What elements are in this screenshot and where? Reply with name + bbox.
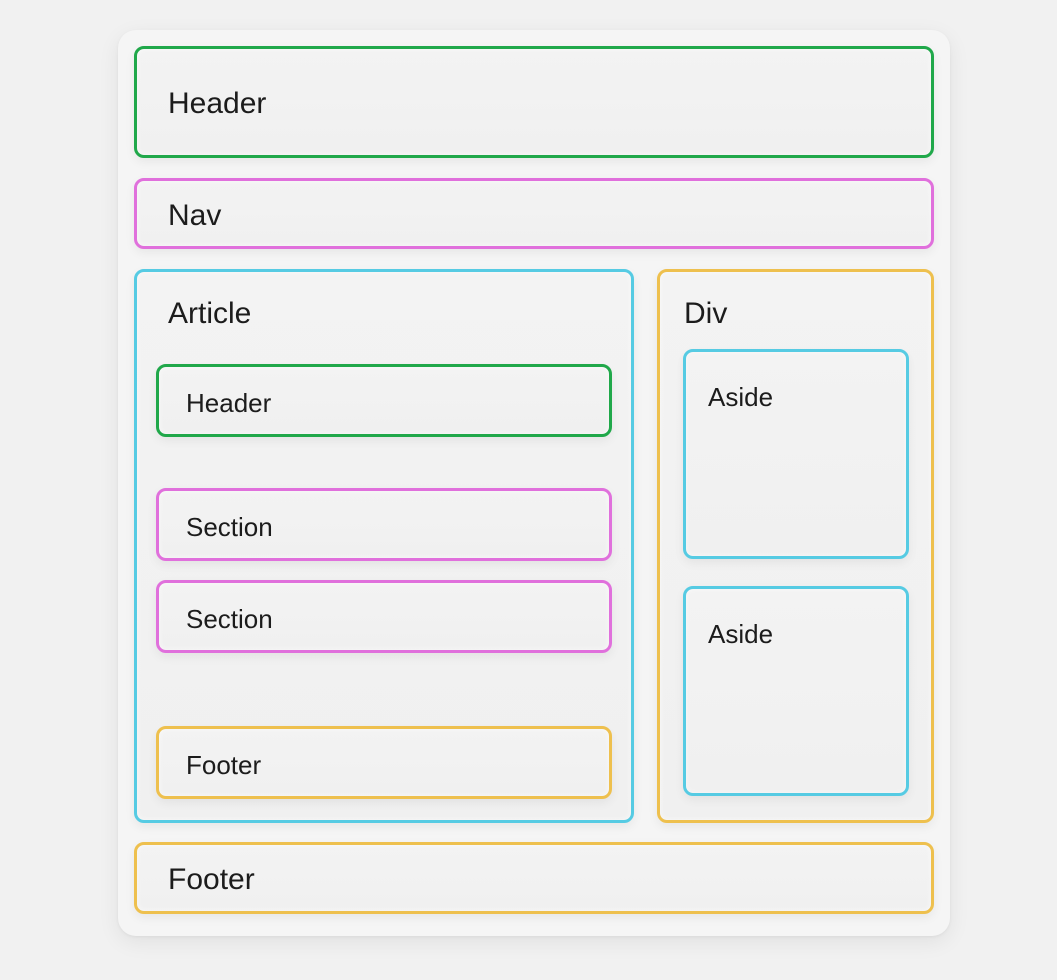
aside-block: Aside [683,586,909,796]
nav-block: Nav [134,178,934,249]
nav-label: Nav [168,199,222,232]
article-section-label: Section [186,604,273,634]
footer-label: Footer [168,863,255,896]
article-header-label: Header [186,388,272,418]
aside-label: Aside [708,382,774,412]
article-section-block: Section [156,488,612,561]
article-section-block: Section [156,580,612,653]
article-footer-block: Footer [156,726,612,799]
article-header-block: Header [156,364,612,437]
header-block: Header [134,46,934,158]
article-footer-label: Footer [186,750,262,780]
aside-block: Aside [683,349,909,559]
header-label: Header [168,87,267,120]
footer-block: Footer [134,842,934,914]
aside-label: Aside [708,619,774,649]
article-label: Article [168,297,252,330]
div-label: Div [684,297,728,330]
article-section-label: Section [186,512,273,542]
